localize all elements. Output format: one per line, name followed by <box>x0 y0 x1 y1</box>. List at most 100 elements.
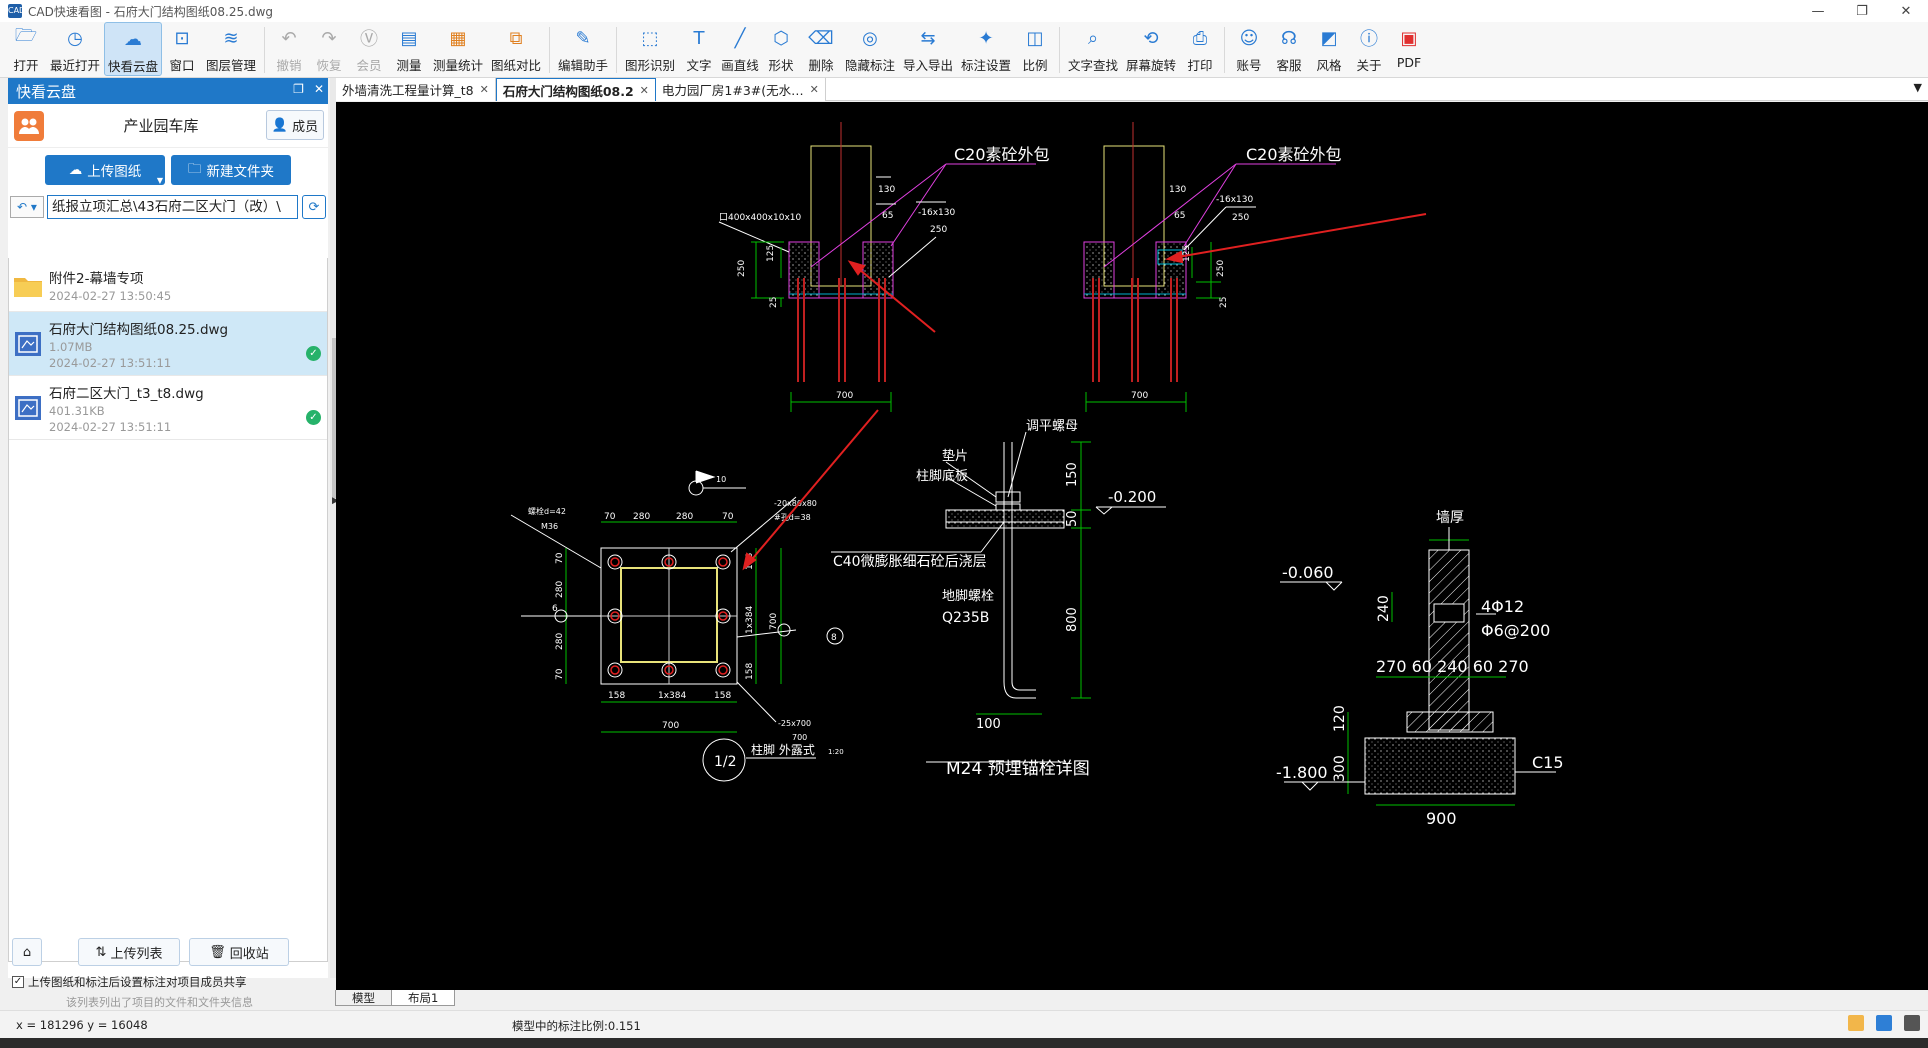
repo-name: 产业园车库 <box>123 117 199 135</box>
toolbar-button-clock[interactable]: ◷最近打开 <box>46 22 104 76</box>
tab-close-icon[interactable]: ✕ <box>479 83 489 96</box>
synced-check-icon: ✓ <box>306 346 321 361</box>
toolbar-button-line[interactable]: ╱画直线 <box>719 22 761 76</box>
document-tab[interactable]: 外墙清洗工程量计算_t8✕ <box>336 78 496 101</box>
markup-arrowhead-1 <box>847 260 866 276</box>
label-700-b: 700 <box>662 721 679 731</box>
toolbar-button-text-search[interactable]: ⌕ 文字查找 <box>1064 22 1122 76</box>
toolbar-button-scale[interactable]: ◫比例 <box>1015 22 1055 76</box>
anchor-bolt-mark <box>661 662 677 678</box>
label-leveling-nut: 调平螺母 <box>1026 419 1078 434</box>
toolbar-button-user[interactable]: ☺账号 <box>1229 22 1269 76</box>
vip-icon: Ⓥ <box>360 29 378 50</box>
cloud-panel-header: 快看云盘 ❐ ✕ <box>8 78 328 104</box>
toolbar-button-edit-assistant[interactable]: ✎编辑助手 <box>554 22 612 76</box>
toolbar-button-eraser[interactable]: ⌫删除 <box>801 22 841 76</box>
expand-arrow-icon[interactable]: ▶ <box>332 496 339 506</box>
home-button[interactable]: ⌂ <box>12 938 42 966</box>
label-900: 900 <box>1426 809 1457 828</box>
refresh-button[interactable]: ⟳ <box>302 195 326 219</box>
member-button[interactable]: 👤 成员 <box>266 110 324 140</box>
model-space-icon[interactable] <box>1876 1015 1892 1031</box>
float-panel-icon[interactable]: ❐ <box>293 82 304 96</box>
toolbar-button-pdf[interactable]: ▣PDF <box>1389 22 1429 76</box>
layout-tab[interactable]: 布局1 <box>391 990 456 1006</box>
recycle-bin-button[interactable]: 🗑 回收站 <box>189 938 289 966</box>
resize-grip-icon[interactable] <box>1904 1015 1920 1031</box>
toolbar-button-measure-stats[interactable]: ▦测量统计 <box>429 22 487 76</box>
toolbar-button-headset[interactable]: ☊客服 <box>1269 22 1309 76</box>
toolbar-button-eye-hide[interactable]: ◎隐藏标注 <box>841 22 899 76</box>
toolbar-label: 文字查找 <box>1067 58 1118 73</box>
label-level-0200: -0.200 <box>1108 488 1156 506</box>
toolbar-button-compare[interactable]: ⧉图纸对比 <box>487 22 545 76</box>
tab-close-icon[interactable]: ✕ <box>639 83 649 97</box>
upload-drawing-button[interactable]: ☁ 上传图纸 ▼ <box>45 155 165 185</box>
file-list-note: 该列表列出了项目的文件和文件夹信息 <box>66 996 253 1009</box>
toolbar-button-layers[interactable]: ≋图层管理 <box>202 22 260 76</box>
toolbar-button-printer[interactable]: ⎙打印 <box>1180 22 1220 76</box>
base-detail-left: C20素砼外包 口400x400x10x10 130 65 -16x130 25… <box>718 122 1050 412</box>
label-25-right: 25 <box>1219 297 1229 308</box>
document-tab[interactable]: 石府大门结构图纸08.2✕ <box>495 78 656 101</box>
layout-icon[interactable] <box>1848 1015 1864 1031</box>
layout-tab[interactable]: 模型 <box>335 990 392 1006</box>
label-70-v-b: 70 <box>555 668 565 680</box>
recycle-bin-label: 回收站 <box>229 946 269 962</box>
label-axis-8: 8 <box>831 633 837 643</box>
toolbar-button-measure[interactable]: ▤测量 <box>389 22 429 76</box>
new-folder-button[interactable]: 🗀 新建文件夹 <box>171 155 291 185</box>
toolbar-button-window[interactable]: ⊡窗口 <box>162 22 202 76</box>
tab-close-icon[interactable]: ✕ <box>809 83 819 96</box>
toolbar-button-rotate[interactable]: ⟲屏幕旋转 <box>1122 22 1180 76</box>
back-button[interactable]: ↶ ▾ <box>10 196 44 218</box>
label-c40-grout: C40微膨胀细石砼后浇层 <box>833 553 987 570</box>
label-100: 100 <box>976 717 1001 732</box>
toolbar-button-cloud[interactable]: ☁快看云盘 <box>104 22 162 76</box>
minimize-button[interactable]: — <box>1811 3 1825 19</box>
toolbar-button-folder-open[interactable]: 🗁打开 <box>6 22 46 76</box>
toolbar-label: 撤销 <box>276 58 302 73</box>
toolbar-label: 文字 <box>686 58 712 73</box>
file-size: 401.31KB <box>49 403 105 418</box>
close-panel-icon[interactable]: ✕ <box>313 82 324 96</box>
dropdown-arrow-icon[interactable]: ▼ <box>156 176 163 185</box>
toolbar-label: 图形识别 <box>624 58 675 73</box>
refresh-icon: ⟳ <box>308 199 320 215</box>
drawing-canvas[interactable]: C20素砼外包 口400x400x10x10 130 65 -16x130 25… <box>336 102 1928 990</box>
tab-menu-icon[interactable]: ▼ <box>1913 81 1922 94</box>
upload-list-button[interactable]: ⇅ 上传列表 <box>78 938 180 966</box>
toolbar-button-annotation-settings[interactable]: ✦标注设置 <box>957 22 1015 76</box>
restore-button[interactable]: ❐ <box>1856 3 1868 19</box>
share-option: ✓ 上传图纸和标注后设置标注对项目成员共享 <box>12 974 247 990</box>
taskbar-strip <box>0 1038 1928 1048</box>
toolbar-label: 测量 <box>396 58 422 73</box>
label-125-left: 125 <box>766 245 776 262</box>
toolbar-label: 屏幕旋转 <box>1125 58 1176 73</box>
close-button[interactable]: ✕ <box>1900 3 1912 19</box>
toolbar-label: PDF <box>1396 55 1422 70</box>
toolbar-button-import-export[interactable]: ⇆导入导出 <box>899 22 957 76</box>
document-tab[interactable]: 电力园厂房1#3#(无水…✕ <box>655 78 826 101</box>
layers-icon: ≋ <box>223 27 239 49</box>
file-size: 1.07MB <box>49 339 93 354</box>
eye-hide-icon: ◎ <box>862 27 878 49</box>
eraser-icon: ⌫ <box>808 27 834 49</box>
toolbar-button-shape[interactable]: ⬡形状 <box>761 22 801 76</box>
edit-assistant-icon: ✎ <box>575 27 591 49</box>
toolbar-button-shape-recognize[interactable]: ⬚图形识别 <box>621 22 679 76</box>
label-washer: 垫片 <box>942 448 968 464</box>
share-checkbox[interactable]: ✓ <box>12 976 24 988</box>
text-search-icon: ⌕ <box>1087 27 1099 49</box>
toolbar-button-style[interactable]: ◩风格 <box>1309 22 1349 76</box>
path-input[interactable]: 纸报立项汇总\43石府二区大门（改）\ <box>47 195 298 219</box>
ring-beam <box>1433 603 1465 623</box>
